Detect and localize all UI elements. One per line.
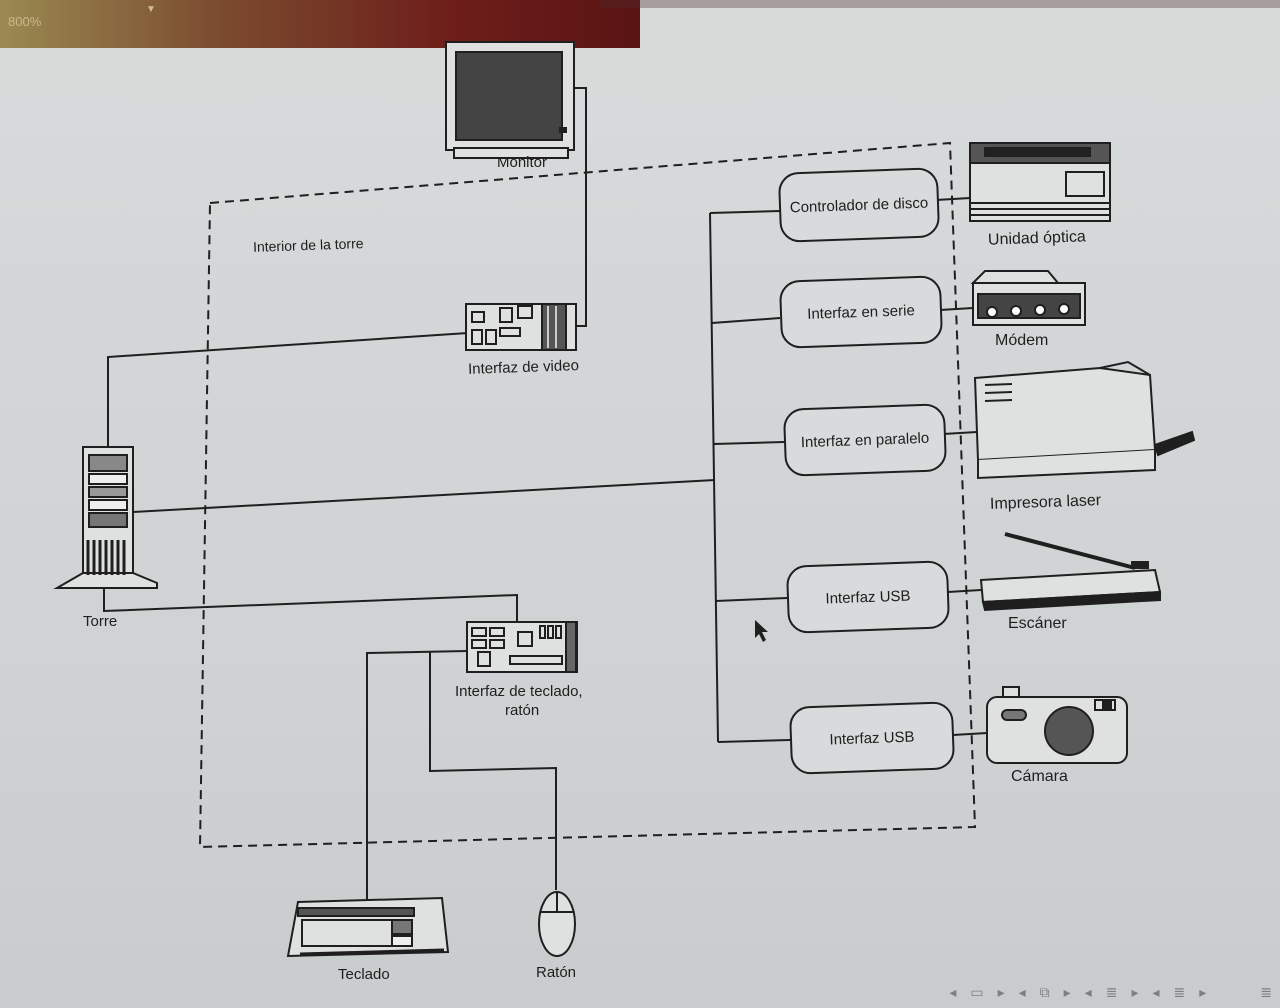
scanner-icon: [979, 532, 1162, 612]
tower-interior-boundary: [198, 141, 977, 849]
tower-to-video-line: [107, 332, 469, 448]
serial-to-modem-line: [939, 307, 974, 311]
zoom-level[interactable]: 800%: [8, 14, 42, 29]
card-to-mouse-line: [429, 651, 557, 866]
toolbar-shadow: [600, 0, 1280, 8]
usb-interface-box-1: Interfaz USB: [785, 560, 951, 634]
card-to-keyboard-line: [366, 650, 468, 900]
laser-printer-icon: [973, 360, 1196, 480]
scanner-label: Escáner: [1008, 615, 1067, 632]
cursor-icon: [755, 620, 768, 642]
tower-to-keyboard-card-line: [103, 588, 518, 622]
usb1-to-scanner-line: [947, 589, 982, 593]
keyboard-label: Teclado: [338, 966, 390, 983]
usb-interface-label-2: Interfaz USB: [829, 728, 915, 748]
keyboard-icon: [286, 896, 450, 958]
camera-label: Cámara: [1011, 768, 1068, 785]
search-icon[interactable]: ≣: [1260, 985, 1272, 1001]
prev-frame-icon[interactable]: ◂: [949, 985, 957, 1001]
bus-branch-usb2: [717, 739, 791, 743]
bus-vertical-line: [709, 212, 719, 743]
tower-icon: [53, 446, 158, 589]
section-icon[interactable]: ≣: [1105, 985, 1118, 1001]
disk-controller-box: Controlador de disco: [777, 167, 941, 243]
doc-icon[interactable]: ≣: [1173, 985, 1186, 1001]
tower-label: Torre: [83, 613, 118, 630]
next-doc-icon[interactable]: ▸: [1199, 985, 1207, 1001]
slide-navigation-bar: ◂ ▭ ▸ ◂ ⧉ ▸ ◂ ≣ ▸ ◂ ≣ ▸ ≣: [949, 982, 1272, 1004]
bus-branch-serial: [711, 317, 781, 324]
next-section-icon[interactable]: ▸: [1131, 985, 1139, 1001]
monitor-icon: [445, 41, 575, 159]
bus-branch-usb1: [715, 597, 788, 602]
prev-subsection-icon[interactable]: ◂: [1018, 985, 1026, 1001]
frame-icon[interactable]: ▭: [970, 985, 984, 1001]
subsection-icon[interactable]: ⧉: [1039, 985, 1050, 1001]
next-frame-icon[interactable]: ▸: [997, 985, 1005, 1001]
bus-branch-disk: [709, 210, 781, 214]
bus-branch-parallel: [713, 441, 785, 445]
viewer-toolbar: 800% ▼: [0, 0, 640, 48]
next-subsection-icon[interactable]: ▸: [1063, 985, 1071, 1001]
parallel-to-printer-line: [942, 431, 978, 435]
disk-to-drive-line: [935, 197, 971, 201]
modem-label: Módem: [995, 332, 1049, 349]
usb2-to-camera-line: [952, 732, 988, 736]
monitor-label: Monitor: [497, 154, 548, 171]
usb-interface-box-2: Interfaz USB: [788, 701, 956, 775]
mouse-label: Ratón: [536, 964, 577, 981]
keyboard-card-label-line1: Interfaz de teclado,: [455, 683, 583, 700]
chevron-down-icon[interactable]: ▼: [146, 4, 156, 15]
disk-controller-label: Controlador de disco: [789, 194, 929, 216]
optical-drive-icon: [969, 142, 1111, 222]
modem-icon: [970, 270, 1086, 326]
prev-section-icon[interactable]: ◂: [1084, 985, 1092, 1001]
mouse-icon: [538, 866, 576, 957]
keyboard-card-icon: [466, 621, 578, 673]
tower-to-bus-line: [132, 479, 716, 513]
serial-interface-label: Interfaz en serie: [806, 301, 916, 323]
camera-icon: [986, 686, 1128, 764]
usb-interface-label-1: Interfaz USB: [825, 587, 911, 607]
parallel-interface-label: Interfaz en paralelo: [800, 429, 930, 451]
video-card-icon: [465, 303, 577, 351]
parallel-interface-box: Interfaz en paralelo: [782, 403, 948, 477]
serial-interface-box: Interfaz en serie: [778, 275, 944, 349]
prev-doc-icon[interactable]: ◂: [1152, 985, 1160, 1001]
keyboard-card-label-line2: ratón: [505, 702, 540, 719]
optical-drive-label: Unidad óptica: [987, 228, 1087, 249]
video-to-monitor-line: [574, 87, 587, 327]
